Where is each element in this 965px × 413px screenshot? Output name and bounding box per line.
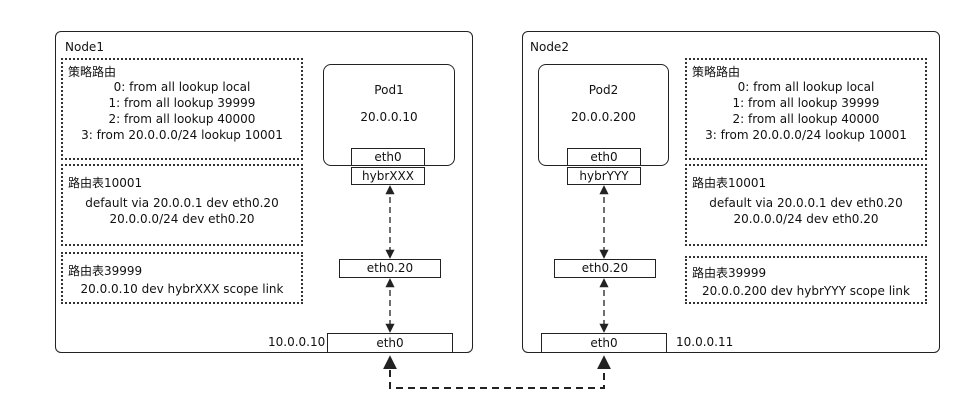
node1-title: Node1 (65, 40, 104, 54)
node2-host-eth0: eth0 (541, 333, 667, 353)
node2-policy-routes-title: 策略路由 (692, 65, 741, 79)
node1-route-table-10001-box: 路由表10001 default via 20.0.0.1 dev eth0.2… (61, 164, 303, 246)
node2-route-table-10001-line-0: default via 20.0.0.1 dev eth0.20 (709, 196, 903, 210)
node1-route-table-10001-line-1: 20.0.0.0/24 dev eth0.20 (109, 212, 255, 226)
node2-route-table-39999-box: 路由表39999 20.0.0.200 dev hybrYYY scope li… (685, 256, 927, 304)
node2-policy-route-1: 1: from all lookup 39999 (732, 96, 880, 110)
node2-route-table-10001-title: 路由表10001 (692, 176, 767, 190)
node1-route-table-10001-line-0: default via 20.0.0.1 dev eth0.20 (85, 196, 279, 210)
node2-route-table-10001-box: 路由表10001 default via 20.0.0.1 dev eth0.2… (685, 164, 927, 246)
node1-policy-route-1: 1: from all lookup 39999 (108, 96, 256, 110)
node1-route-table-39999-line-0: 20.0.0.10 dev hybrXXX scope link (80, 282, 284, 296)
node1-policy-routes-title: 策略路由 (68, 65, 117, 79)
node1-policy-routes-box: 策略路由 0: from all lookup local 1: from al… (61, 58, 303, 160)
node2-policy-routes-box: 策略路由 0: from all lookup local 1: from al… (685, 58, 927, 160)
node2-policy-route-3: 3: from 20.0.0.0/24 lookup 10001 (705, 128, 907, 142)
node1-hybr-interface: hybrXXX (351, 167, 425, 185)
pod2-ip: 20.0.0.200 (571, 110, 636, 124)
node2-vlan-interface: eth0.20 (554, 259, 656, 278)
node2-title: Node2 (530, 40, 569, 54)
node1-ip: 10.0.0.10 (268, 335, 326, 349)
node1-route-table-10001-title: 路由表10001 (68, 176, 143, 190)
node2-policy-route-2: 2: from all lookup 40000 (732, 112, 880, 126)
node2-hybr-interface: hybrYYY (567, 167, 641, 185)
node1-vlan-interface: eth0.20 (339, 259, 441, 278)
node1-route-table-39999-title: 路由表39999 (68, 264, 143, 278)
node1-route-table-39999-box: 路由表39999 20.0.0.10 dev hybrXXX scope lin… (61, 252, 303, 304)
node2-route-table-39999-line-0: 20.0.0.200 dev hybrYYY scope link (702, 284, 910, 298)
pod2-eth0: eth0 (567, 148, 641, 166)
node1-policy-route-0: 0: from all lookup local (113, 80, 251, 94)
node1-host-eth0: eth0 (327, 333, 453, 353)
node1-policy-route-2: 2: from all lookup 40000 (108, 112, 256, 126)
pod1-ip: 20.0.0.10 (360, 110, 418, 124)
inter-node-link (383, 355, 611, 389)
node2-policy-route-0: 0: from all lookup local (737, 80, 875, 94)
node2-route-table-10001-line-1: 20.0.0.0/24 dev eth0.20 (733, 212, 879, 226)
node2-ip: 10.0.0.11 (676, 335, 734, 349)
pod1-name: Pod1 (374, 83, 404, 97)
node1-policy-route-3: 3: from 20.0.0.0/24 lookup 10001 (81, 128, 283, 142)
pod1-eth0: eth0 (351, 148, 425, 166)
node2-route-table-39999-title: 路由表39999 (692, 266, 767, 280)
pod2-name: Pod2 (588, 83, 619, 97)
